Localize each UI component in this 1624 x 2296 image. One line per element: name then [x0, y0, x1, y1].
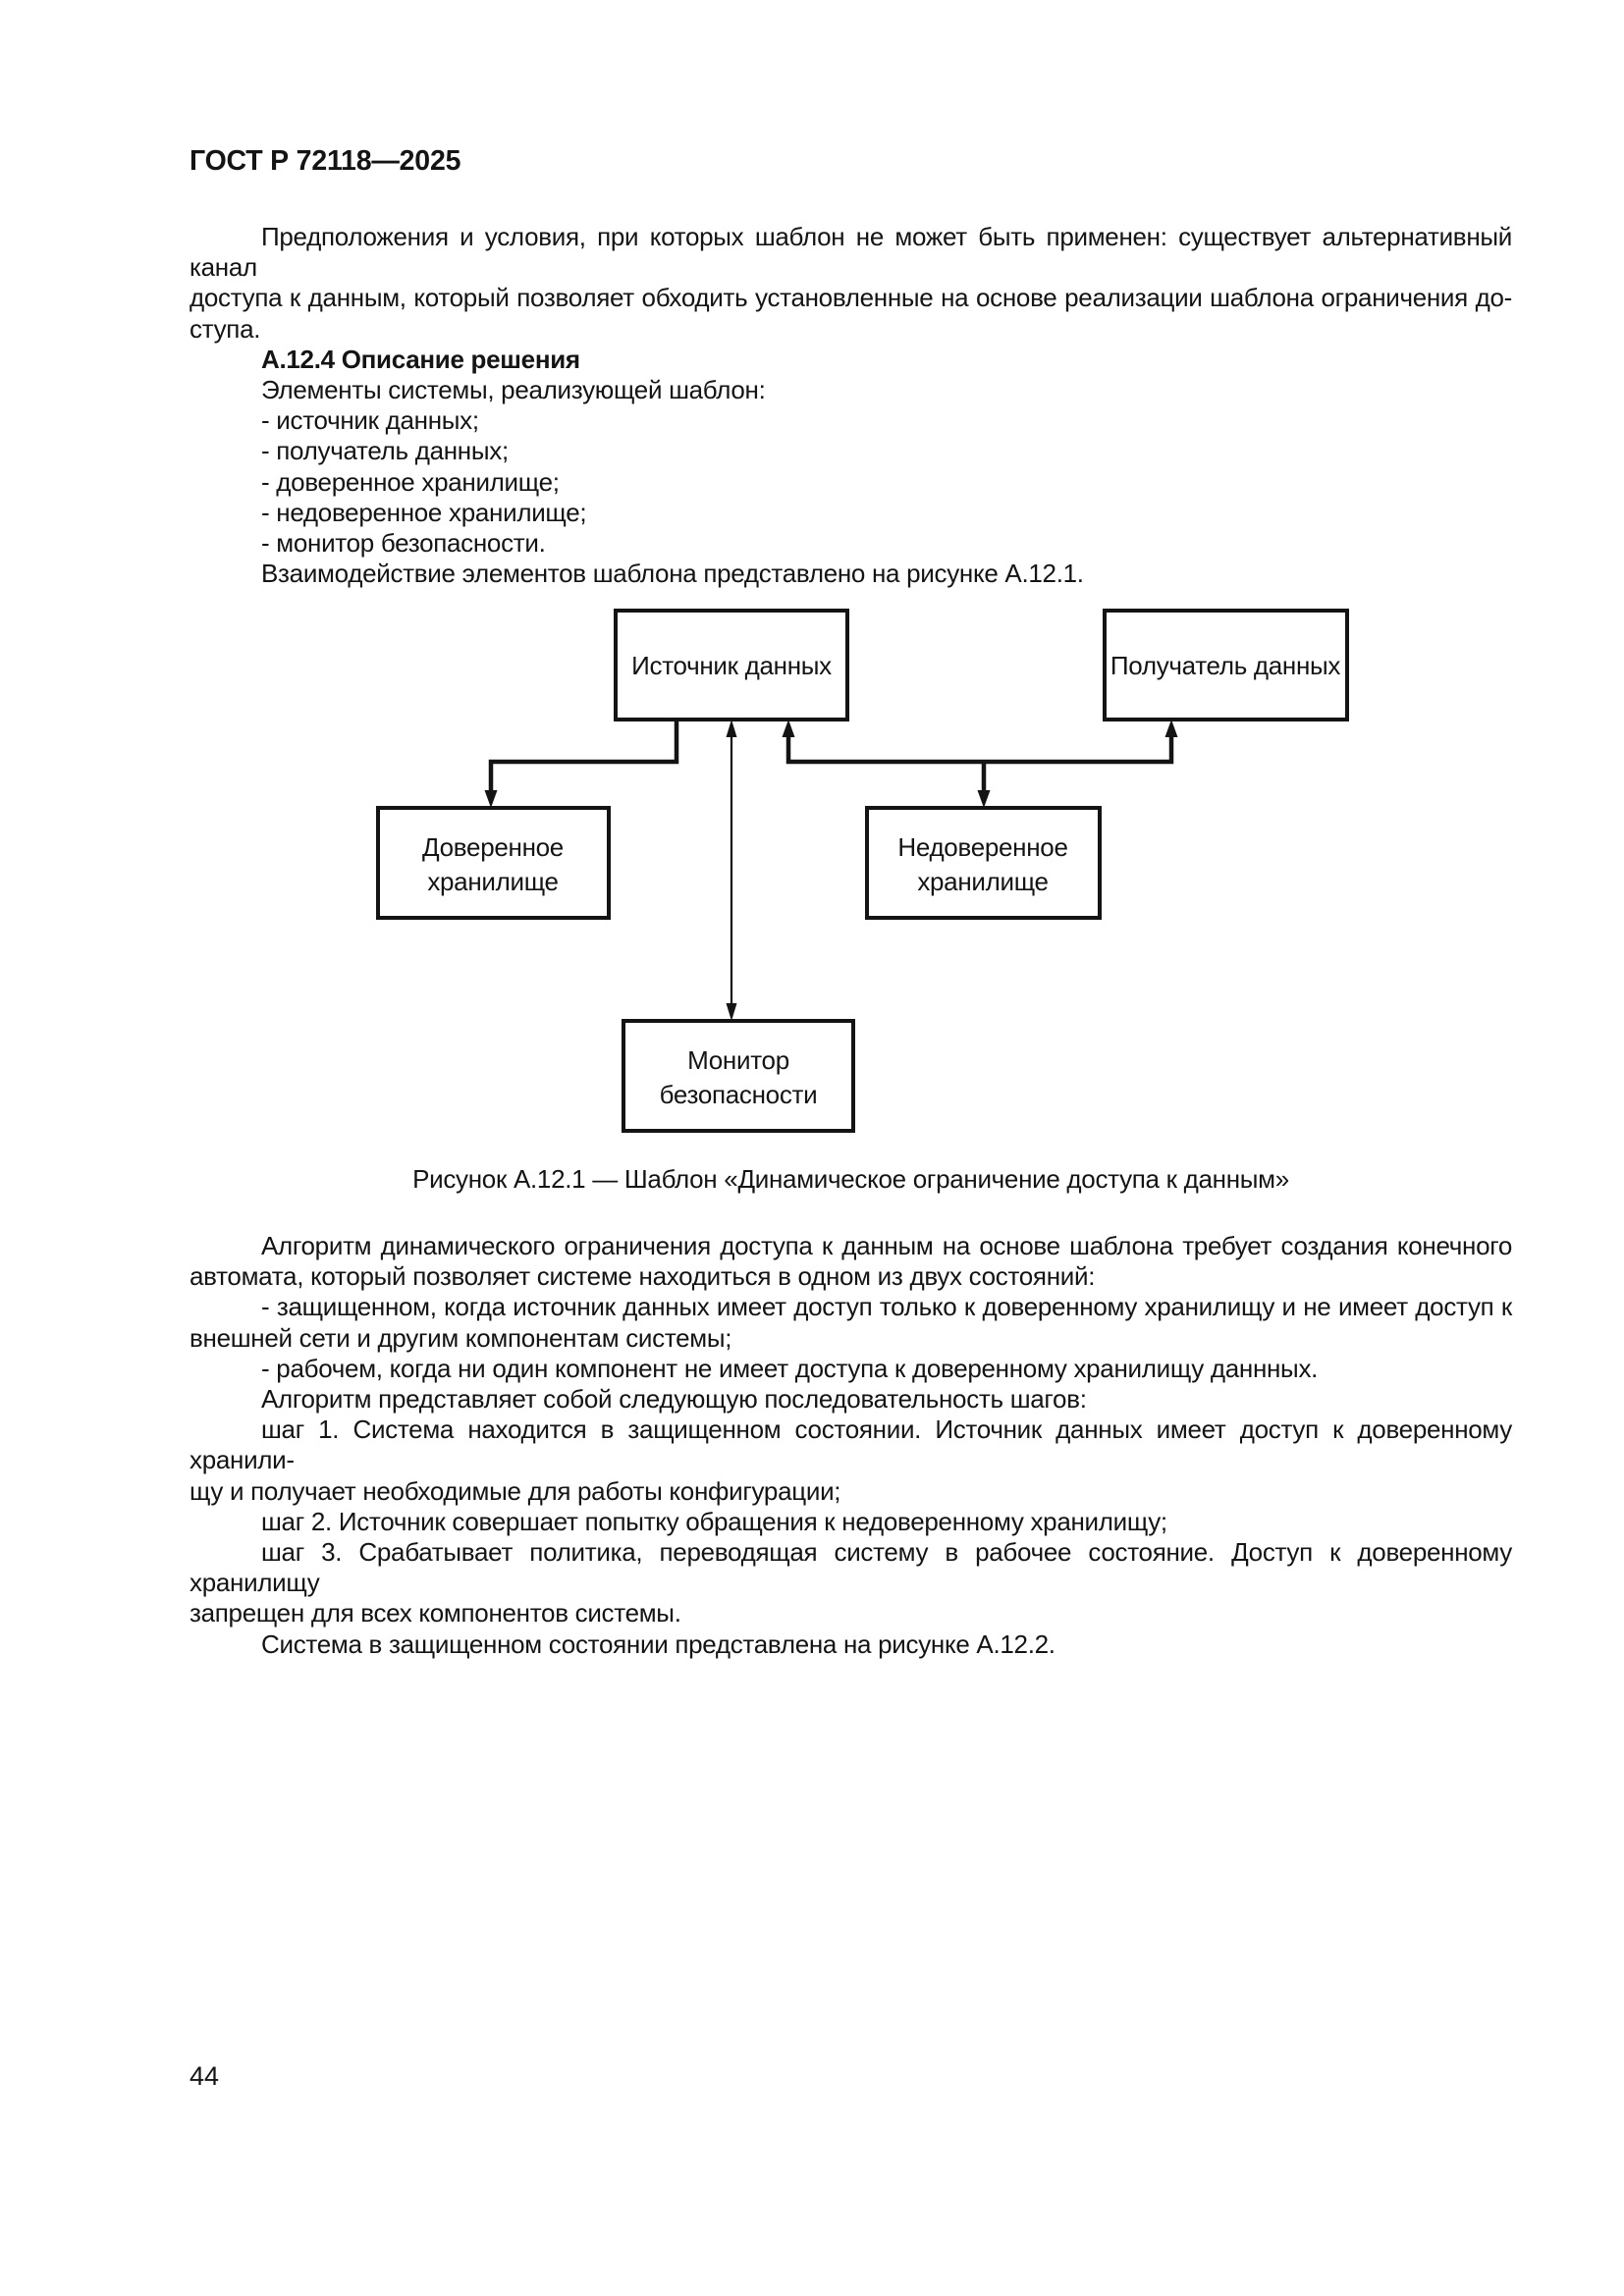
paragraph-line: - рабочем, когда ни один компонент не им… [261, 1353, 1319, 1383]
monitor-label-line1: Монитор [687, 1045, 789, 1075]
figure-diagram: Источник данных Получатель данных Довере… [0, 599, 1624, 1148]
arrowhead-up-source-monitor [726, 720, 737, 737]
list-item: - недоверенное хранилище; [261, 497, 587, 527]
paragraph-line: Взаимодействие элементов шаблона предста… [261, 559, 1084, 589]
algorithm-text-block: Алгоритм динамического ограничения досту… [189, 1231, 1512, 1660]
page-number: 44 [189, 2061, 220, 2091]
arrow-right-branch [785, 736, 1174, 765]
monitor-label-line2: безопасности [660, 1080, 818, 1109]
monitor-box [622, 1019, 855, 1133]
receiver-box [1103, 609, 1349, 721]
paragraph-line: щу и получает необходимые для работы кон… [189, 1475, 841, 1506]
source-label: Источник данных [631, 651, 832, 680]
arrowhead-down-trusted [484, 790, 498, 808]
receiver-label: Получатель данных [1110, 651, 1341, 680]
list-item: - монитор безопасности. [261, 528, 546, 559]
paragraph-line: Элементы системы, реализующей шаблон: [261, 375, 766, 405]
paragraph-line: шаг 3. Срабатывает политика, переводящая… [189, 1537, 1519, 1598]
figure-caption: Рисунок А.12.1 — Шаблон «Динамическое ог… [412, 1164, 1289, 1194]
paragraph-line: шаг 2. Источник совершает попытку обраще… [261, 1506, 1167, 1536]
paragraph-line: - защищенном, когда источник данных имее… [261, 1292, 1512, 1322]
list-item: - доверенное хранилище; [261, 466, 560, 497]
paragraph-line: доступа к данным, который позволяет обхо… [189, 283, 1512, 313]
paragraph-line: Система в защищенном состоянии представл… [261, 1629, 1056, 1659]
untrusted-label-line2: хранилище [917, 867, 1048, 896]
paragraph-line: Предположения и условия, при которых шаб… [189, 222, 1519, 283]
untrusted-storage-box [865, 806, 1102, 920]
arrowhead-up-source [782, 720, 795, 737]
arrowhead-down-untrusted [977, 790, 991, 808]
document-header: ГОСТ Р 72118—2025 [189, 145, 461, 177]
list-item: - источник данных; [261, 405, 479, 436]
paragraph-line: Алгоритм динамического ограничения досту… [261, 1231, 1512, 1260]
paragraph-line: шаг 1. Система находится в защищенном со… [189, 1415, 1519, 1475]
paragraph-line: автомата, который позволяет системе нахо… [189, 1261, 1096, 1292]
trusted-label-line2: хранилище [427, 867, 558, 896]
paragraph-line: запрещен для всех компонентов системы. [189, 1598, 681, 1629]
paragraph-line: Алгоритм представляет собой следующую по… [261, 1384, 1087, 1415]
paragraph-line: ступа. [189, 313, 261, 344]
trusted-storage-box [376, 806, 611, 920]
arrow-source-to-trusted [488, 720, 679, 791]
source-box [614, 609, 849, 721]
untrusted-label-line1: Недоверенное [897, 832, 1067, 862]
list-item: - получатель данных; [261, 436, 509, 466]
trusted-label-line1: Доверенное [422, 832, 564, 862]
intro-text-block: Предположения и условия, при которых шаб… [189, 222, 1512, 589]
paragraph-line: внешней сети и другим компонентам систем… [189, 1322, 732, 1353]
arrowhead-down-monitor [726, 1003, 737, 1021]
section-heading: А.12.4 Описание решения [261, 344, 580, 374]
arrowhead-up-receiver [1164, 720, 1178, 737]
